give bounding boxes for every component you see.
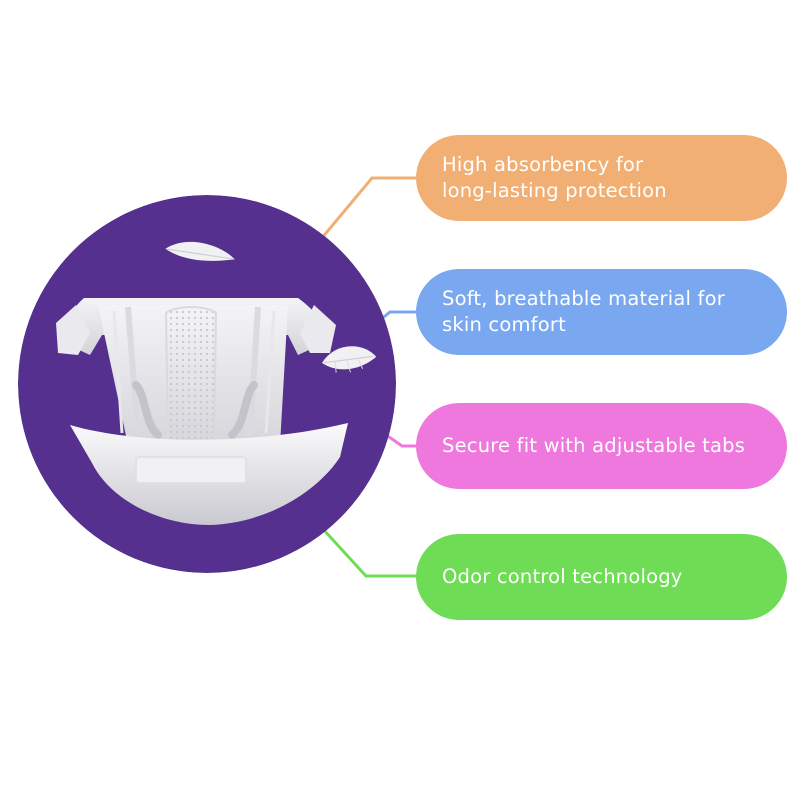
feature-label: Odor control technology	[442, 565, 683, 588]
feature-pill-absorbency: High absorbency for long-lasting protect…	[416, 135, 787, 221]
feature-label: Secure fit with adjustable tabs	[442, 434, 746, 457]
feature-pill-breathable: Soft, breathable material for skin comfo…	[416, 269, 787, 355]
feature-label: High absorbency for long-lasting protect…	[442, 153, 667, 202]
connector-line-4	[320, 526, 417, 578]
connector-line-3	[381, 430, 417, 448]
product-image-circle	[18, 195, 396, 573]
feature-label: Soft, breathable material for skin comfo…	[442, 287, 725, 336]
diaper-icon	[56, 298, 348, 525]
feature-pill-odor-control: Odor control technology	[416, 534, 787, 620]
feature-pill-secure-fit: Secure fit with adjustable tabs	[416, 403, 787, 489]
feather-icon	[322, 346, 377, 373]
feather-icon	[165, 241, 235, 261]
connector-line-1	[314, 176, 417, 246]
diaper-illustration	[18, 195, 396, 573]
